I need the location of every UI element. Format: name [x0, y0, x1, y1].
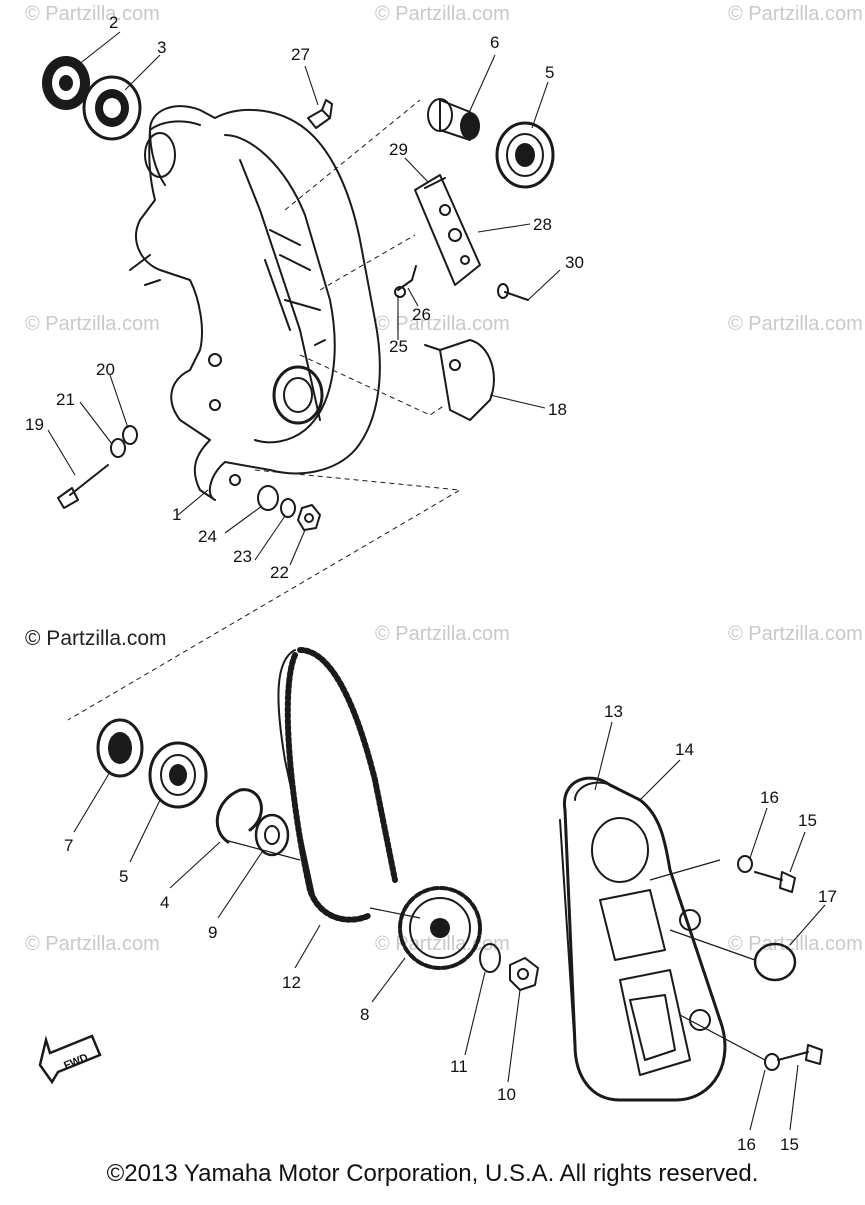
nut-10	[509, 957, 539, 991]
phantom-line	[319, 234, 416, 291]
watermark: © Partzilla.com	[728, 933, 863, 955]
chain-case-housing	[129, 105, 381, 501]
callout-13: 13	[604, 702, 623, 721]
collar-9	[254, 813, 290, 857]
bearing-3	[82, 75, 142, 141]
callout-2: 2	[109, 13, 118, 32]
axis-line	[669, 929, 756, 961]
phantom-line	[284, 99, 421, 211]
phantom-line	[67, 469, 462, 721]
callout-labels: 2 3 27 6 5 29 28 30 26 25 18 20 21 19 1 …	[25, 13, 837, 1154]
tensioner-plate-28	[414, 174, 481, 286]
chain-case-cover	[559, 776, 727, 1102]
callout-18: 18	[548, 400, 567, 419]
bearing-5-upper	[495, 121, 555, 189]
callout-1: 1	[172, 505, 181, 524]
callout-15b: 15	[780, 1135, 799, 1154]
washer-16-lower	[764, 1053, 780, 1071]
watermark: © Partzilla.com	[728, 3, 863, 25]
callout-6: 6	[490, 33, 499, 52]
bearing-5-lower	[148, 741, 208, 809]
watermark: © Partzilla.com	[375, 3, 510, 25]
callout-4: 4	[160, 893, 169, 912]
nut-21	[110, 438, 126, 458]
callout-16: 16	[760, 788, 779, 807]
drive-chain-12	[277, 647, 398, 923]
copyright-notice: ©2013 Yamaha Motor Corporation, U.S.A. A…	[106, 1160, 759, 1187]
callout-5: 5	[545, 63, 554, 82]
callout-8: 8	[360, 1005, 369, 1024]
callout-11: 11	[450, 1057, 468, 1076]
brand-watermark: © Partzilla.com	[25, 627, 167, 650]
callout-22: 22	[270, 563, 289, 582]
bearing-7	[96, 718, 144, 778]
callout-14: 14	[675, 740, 694, 759]
washer-24	[257, 485, 279, 511]
bolt-15-upper	[754, 871, 796, 893]
washer-16-upper	[737, 855, 753, 873]
callout-5b: 5	[119, 867, 128, 886]
callout-30: 30	[565, 253, 584, 272]
axis-line	[649, 859, 721, 881]
nut-22	[297, 504, 321, 531]
callout-15: 15	[798, 811, 817, 830]
collar-6	[427, 98, 480, 141]
callout-16b: 16	[737, 1135, 756, 1154]
bearing-2	[42, 56, 90, 110]
tensioner-18	[424, 339, 495, 421]
washer-20	[122, 425, 138, 445]
watermark: © Partzilla.com	[25, 313, 160, 335]
callout-3: 3	[157, 38, 166, 57]
watermark: © Partzilla.com	[728, 313, 863, 335]
callout-26: 26	[412, 305, 431, 324]
watermark: © Partzilla.com	[375, 623, 510, 645]
callout-24: 24	[198, 527, 217, 546]
screw-30	[497, 283, 529, 301]
callout-7: 7	[64, 836, 73, 855]
callout-27: 27	[291, 45, 310, 64]
leader-lines	[47, 31, 826, 1131]
fwd-arrow-icon: FWD	[38, 1034, 102, 1085]
watermark: © Partzilla.com	[375, 313, 510, 335]
bolt-19	[57, 464, 109, 509]
callout-28: 28	[533, 215, 552, 234]
callout-10: 10	[497, 1085, 516, 1104]
watermark: © Partzilla.com	[25, 933, 160, 955]
callout-21: 21	[56, 390, 75, 409]
circlip-4	[215, 788, 263, 844]
callout-25: 25	[389, 337, 408, 356]
watermark: © Partzilla.com	[728, 623, 863, 645]
bolt-15-lower	[777, 1044, 823, 1065]
callout-23: 23	[233, 547, 252, 566]
callout-19: 19	[25, 415, 44, 434]
callout-20: 20	[96, 360, 115, 379]
callout-12: 12	[282, 973, 301, 992]
watermark: © Partzilla.com	[25, 3, 160, 25]
washer-11	[479, 943, 501, 973]
axis-line	[369, 907, 421, 919]
axis-line	[224, 839, 301, 861]
plug-17	[753, 942, 797, 982]
callout-29: 29	[389, 140, 408, 159]
callout-9: 9	[208, 923, 217, 942]
sprocket-8	[398, 886, 482, 970]
bolt-26	[394, 265, 417, 298]
callout-17: 17	[818, 887, 837, 906]
washer-23	[280, 498, 296, 518]
phantom-line	[299, 354, 446, 416]
axis-line	[679, 1014, 766, 1061]
grease-nipple-27	[307, 99, 333, 129]
